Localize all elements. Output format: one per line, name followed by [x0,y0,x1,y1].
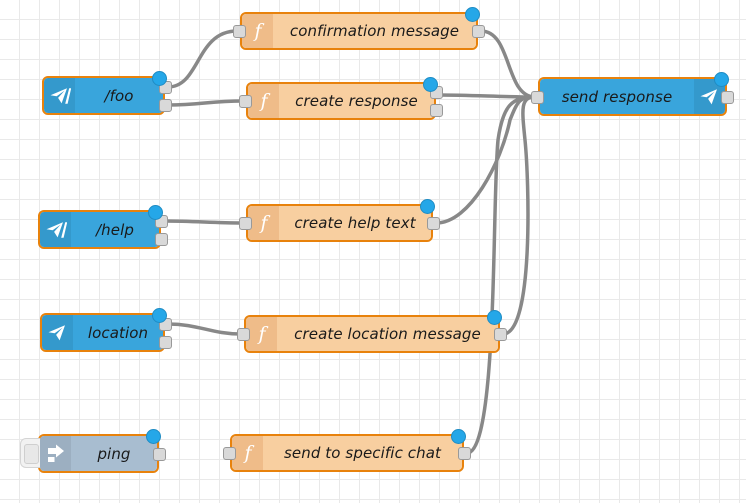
input-port[interactable] [223,447,236,460]
node-body: f confirmation message [242,14,476,48]
node-create-help-text[interactable]: f create help text [239,199,440,242]
output-port[interactable] [494,328,507,341]
status-dot [420,199,435,214]
node-location[interactable]: location [40,308,172,352]
output-port[interactable] [472,25,485,38]
node-label: ping [97,444,131,463]
node-body: f create location message [246,317,498,351]
status-dot [465,7,480,22]
status-dot [714,72,729,87]
input-port[interactable] [233,25,246,38]
inject-trigger-button[interactable] [20,438,40,468]
node-label: create response [295,92,418,110]
status-dot [487,310,502,325]
node-confirmation-message[interactable]: f confirmation message [233,7,485,50]
svg-text:f: f [252,20,264,42]
function-f-icon: f [232,436,263,470]
status-dot [148,205,163,220]
node-send-response[interactable]: send response [531,72,734,116]
svg-text:f: f [242,442,254,464]
telegram-command-icon [40,212,71,247]
function-f-icon: f [242,14,273,48]
node-create-location-message[interactable]: f create location message [237,310,507,353]
telegram-plain-icon [42,315,73,350]
node-body: /foo [44,78,163,113]
output-port[interactable] [153,447,166,461]
node-body: f send to specific chat [232,436,462,470]
input-port[interactable] [239,95,252,108]
input-port[interactable] [239,217,252,230]
status-dot [451,429,466,444]
output-port[interactable] [159,335,172,349]
node-label: confirmation message [289,22,460,40]
input-port[interactable] [531,90,544,104]
node-ping[interactable]: ping [20,429,166,473]
status-dot [152,308,167,323]
node-create-response[interactable]: f create response [239,77,443,120]
svg-text:f: f [258,90,270,112]
wire-create-help-text-to-send-response[interactable] [434,95,537,225]
node-foo[interactable]: /foo [42,71,172,115]
node-label: send response [561,87,673,106]
node-body: send response [540,79,725,114]
node-send-to-specific-chat[interactable]: f send to specific chat [223,429,471,472]
node-body: f create help text [248,206,431,240]
node-label: create location message [294,325,481,343]
svg-text:f: f [256,323,268,345]
function-f-icon: f [246,317,277,351]
node-body: location [42,315,163,350]
output-port[interactable] [430,104,443,117]
wire-confirmation-to-send-response[interactable] [479,29,537,99]
status-dot [152,71,167,86]
inject-trigger-button-inner [24,444,39,464]
input-port[interactable] [237,328,250,341]
output-port[interactable] [159,98,172,112]
wire-location-to-create-location-message[interactable] [166,322,243,336]
function-f-icon: f [248,84,279,118]
node-label: send to specific chat [283,444,442,462]
node-label: location [87,323,149,342]
svg-text:f: f [258,212,270,234]
function-f-icon: f [248,206,279,240]
node-body: f create response [248,84,434,118]
output-port[interactable] [721,90,734,104]
node-body: /help [40,212,159,247]
output-port[interactable] [155,232,168,246]
wire-foo-bottom-to-create-response[interactable] [166,99,245,107]
node-label: /help [96,220,134,239]
status-dot [146,429,161,444]
node-label: /foo [104,86,134,105]
wire-foo-top-to-confirmation[interactable] [166,29,239,89]
output-port[interactable] [427,217,440,230]
inject-arrow-icon [40,436,71,471]
wire-create-location-message-to-send-response[interactable] [501,95,537,336]
node-help[interactable]: /help [38,205,168,249]
wire-help-to-create-help-text[interactable] [162,219,245,225]
wire-create-response-to-send-response[interactable] [437,93,537,99]
node-body: ping [40,436,157,471]
telegram-command-icon [44,78,75,113]
node-label: create help text [294,214,416,232]
output-port[interactable] [458,447,471,460]
status-dot [423,77,438,92]
wire-send-to-specific-chat-to-send-response[interactable] [465,95,537,455]
